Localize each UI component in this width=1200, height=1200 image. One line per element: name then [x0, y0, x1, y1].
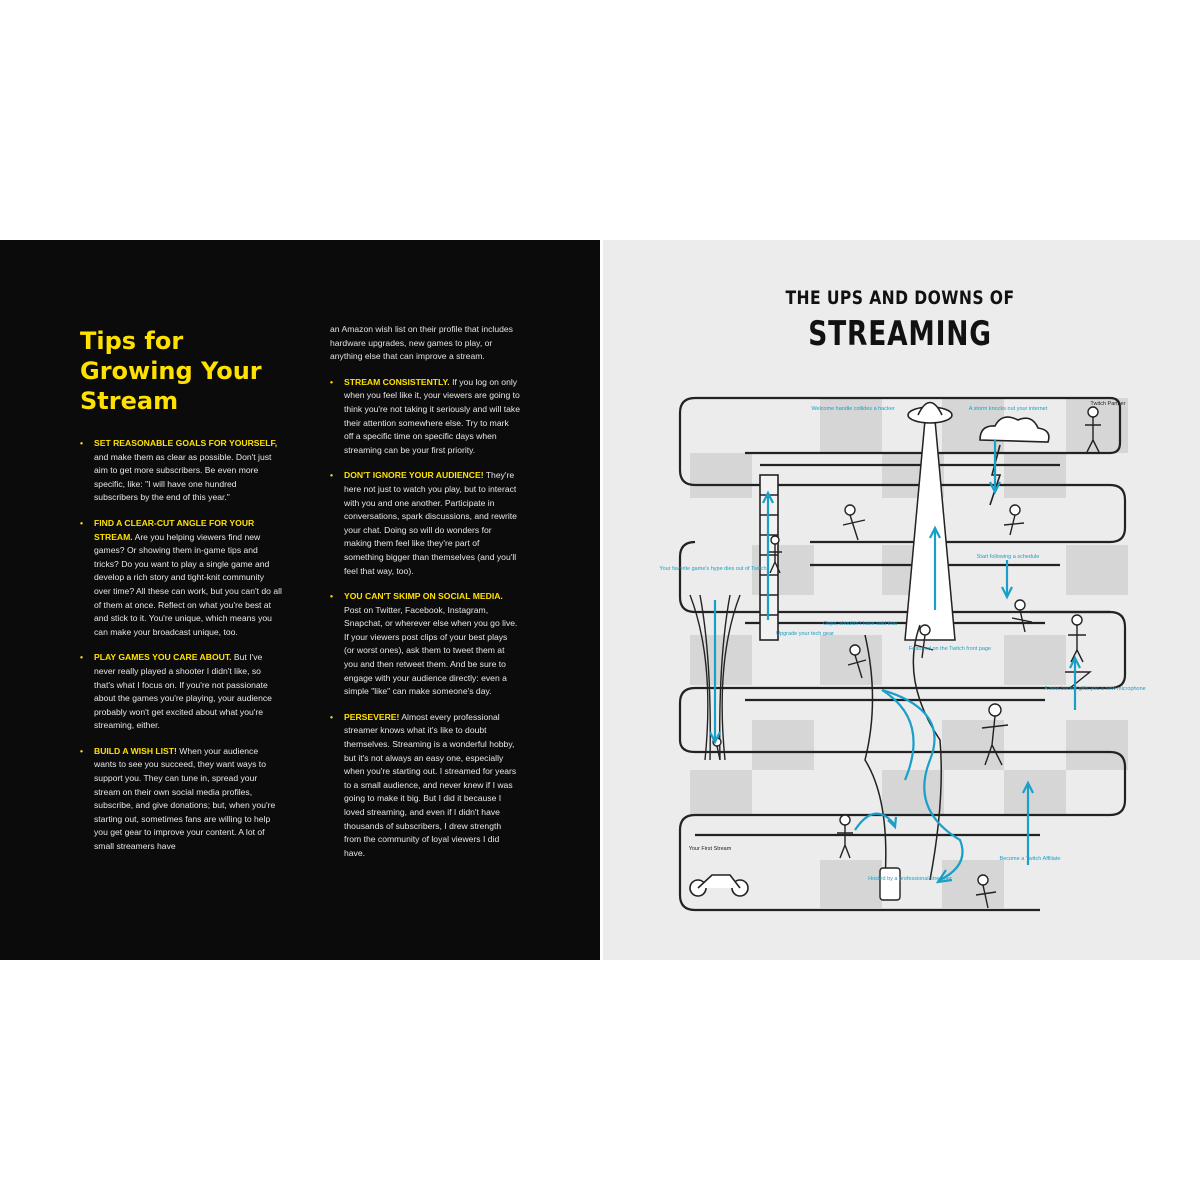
tips-title-line-2: Growing Your: [80, 357, 262, 385]
bullet-icon: •: [80, 438, 84, 448]
bullet-icon: •: [80, 652, 84, 663]
label-featured: Featured on the Twitch front page: [909, 646, 991, 652]
tips-title-line-1: Tips for: [80, 327, 184, 355]
tip-heading: STREAM CONSISTENTLY.: [344, 376, 450, 387]
chutes-ladders-board: Welcome handle collides a hacker A storm…: [659, 396, 1146, 912]
label-oops: Oops, shouldn't have said that: [823, 621, 897, 627]
right-page: [603, 240, 1200, 960]
diagram-labels: Welcome handle collides a hacker A storm…: [659, 401, 1145, 882]
label-first-stream: Your First Stream: [689, 846, 732, 852]
label-twitch-partner: Twitch Partner: [1090, 401, 1125, 407]
label-hacker: Welcome handle collides a hacker: [811, 406, 895, 412]
tip-heading: YOU CAN'T SKIMP ON SOCIAL MEDIA.: [344, 591, 503, 602]
mountain-chute: [864, 624, 942, 881]
tip-audience: • DON'T IGNORE YOUR AUDIENCE! They're he…: [330, 469, 520, 578]
bullet-icon: •: [330, 470, 334, 481]
tips-title-line-3: Stream: [80, 387, 179, 415]
tornado-chute: [689, 594, 741, 761]
tips-title: Tips for Growing Your Stream: [80, 326, 320, 416]
tip-body: If you log on only when you feel like it…: [344, 376, 520, 455]
wishlist-continuation: an Amazon wish list on their profile tha…: [330, 324, 513, 362]
tip-heading: DON'T IGNORE YOUR AUDIENCE!: [344, 470, 484, 481]
bullet-icon: •: [330, 711, 334, 722]
label-backer: A new backer gifts you a new microphone: [1044, 686, 1146, 692]
motorcycle-icon: [689, 874, 749, 897]
tip-heading: BUILD A WISH LIST!: [94, 745, 177, 756]
ufo-beam: [904, 401, 956, 641]
tip-social: • YOU CAN'T SKIMP ON SOCIAL MEDIA. Post …: [330, 590, 520, 699]
label-hosted: Hosted by a professional streamer: [868, 876, 952, 882]
left-page: [0, 240, 600, 960]
tip-consistent: • STREAM CONSISTENTLY. If you log on onl…: [330, 376, 520, 458]
tip-body: Post on Twitter, Facebook, Instagram, Sn…: [344, 604, 518, 697]
tip-goals: • SET REASONABLE GOALS FOR YOURSELF, and…: [80, 437, 282, 505]
tip-heading: SET REASONABLE GOALS FOR YOURSELF,: [94, 438, 278, 448]
tip-heading: PLAY GAMES YOU CARE ABOUT.: [94, 652, 232, 663]
diagram-title-top: THE UPS AND DOWNS OF: [785, 287, 1015, 309]
tips-column-right: an Amazon wish list on their profile tha…: [330, 323, 520, 872]
direction-arrows: [709, 440, 1081, 884]
bullet-icon: •: [330, 376, 334, 387]
tip-persevere: • PERSEVERE! Almost every professional s…: [330, 711, 520, 861]
label-affiliate: Become a Twitch Affiliate: [1000, 856, 1061, 862]
bullet-icon: •: [80, 745, 84, 756]
diagram-title-main: STREAMING: [808, 314, 992, 354]
tip-angle: • FIND A CLEAR-CUT ANGLE FOR YOUR STREAM…: [80, 517, 282, 639]
label-schedule: Start following a schedule: [977, 554, 1040, 560]
tip-wishlist: • BUILD A WISH LIST! When your audience …: [80, 745, 282, 854]
tip-body: But I've never really played a shooter I…: [94, 652, 272, 731]
label-fav-game: Your favorite game's hype dies out of Tw…: [659, 566, 766, 572]
tip-body: and make them as clear as possible. Don'…: [94, 451, 272, 503]
tip-heading: PERSEVERE!: [344, 711, 400, 722]
bullet-icon: •: [80, 517, 84, 528]
label-storm: A storm knocks out your internet: [969, 406, 1048, 412]
tip-body: Almost every professional streamer knows…: [344, 711, 517, 858]
bullet-icon: •: [330, 591, 334, 602]
label-upgrade: Upgrade your tech gear: [776, 631, 834, 637]
tips-column-left: • SET REASONABLE GOALS FOR YOURSELF, and…: [80, 437, 282, 866]
board-checker: [690, 398, 1128, 908]
tip-body: They're here not just to watch you play,…: [344, 470, 517, 576]
figures: [712, 406, 1101, 909]
tip-body: When your audience wants to see you succ…: [94, 745, 276, 852]
tip-games: • PLAY GAMES YOU CARE ABOUT. But I've ne…: [80, 651, 282, 733]
tip-heading: FIND A CLEAR-CUT ANGLE FOR YOUR STREAM.: [94, 517, 255, 542]
tip-body: Are you helping viewers find new games? …: [94, 531, 282, 637]
